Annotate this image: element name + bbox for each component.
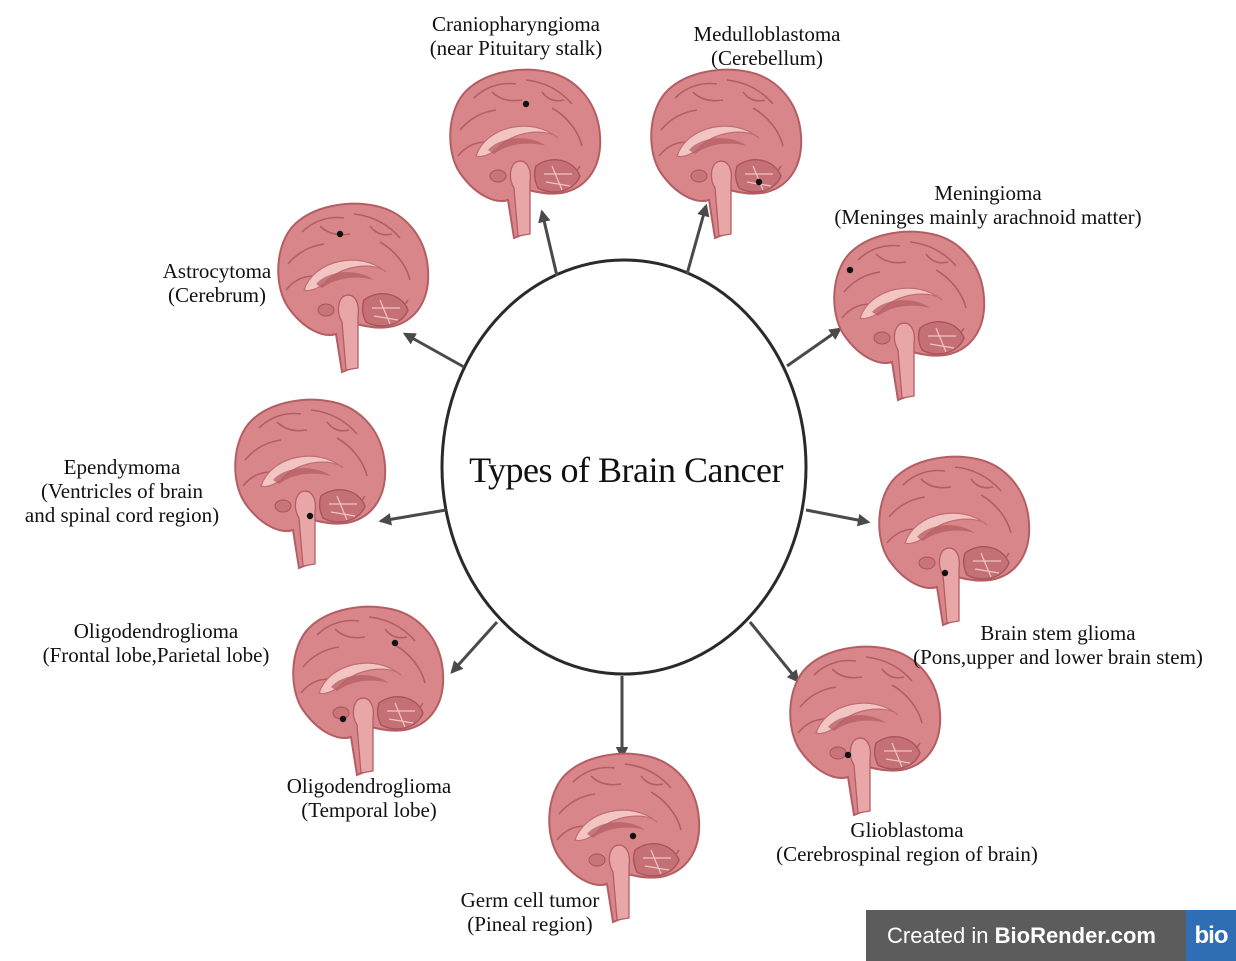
- tumor-location: (Pons,upper and lower brain stem): [913, 645, 1203, 669]
- arrow-craniopharyngioma: [542, 212, 557, 276]
- tumor-location: (Cerebrum): [163, 283, 271, 307]
- brain-icon-oligodendroglioma-temporal: [293, 607, 443, 775]
- arrow-brain-stem-glioma: [806, 510, 868, 522]
- label-meningioma: Meningioma (Meninges mainly arachnoid ma…: [834, 181, 1141, 229]
- tumor-name: Ependymoma: [25, 455, 219, 479]
- tumor-dot: [337, 231, 343, 237]
- label-brain-stem-glioma: Brain stem glioma (Pons,upper and lower …: [913, 621, 1203, 669]
- tumor-name: Oligodendroglioma: [287, 774, 451, 798]
- tumor-location-line2: and spinal cord region): [25, 503, 219, 527]
- tumor-name: Astrocytoma: [163, 259, 271, 283]
- tumor-name: Brain stem glioma: [913, 621, 1203, 645]
- label-astrocytoma: Astrocytoma (Cerebrum): [163, 259, 271, 307]
- label-ependymoma: Ependymoma (Ventricles of brain and spin…: [25, 455, 219, 527]
- tumor-dot: [845, 752, 851, 758]
- tumor-location: (near Pituitary stalk): [430, 36, 603, 60]
- label-craniopharyngioma: Craniopharyngioma (near Pituitary stalk): [430, 12, 603, 60]
- tumor-dot: [523, 101, 529, 107]
- tumor-dot: [942, 570, 948, 576]
- label-oligodendroglioma-temporal: Oligodendroglioma (Temporal lobe): [287, 774, 451, 822]
- brain-icon-astrocytoma: [278, 204, 428, 372]
- tumor-name: Glioblastoma: [776, 818, 1038, 842]
- watermark-brand: BioRender.com: [995, 923, 1156, 948]
- tumor-location: (Temporal lobe): [287, 798, 451, 822]
- label-oligodendroglioma-frontal: Oligodendroglioma (Frontal lobe,Parietal…: [43, 619, 270, 667]
- tumor-name: Meningioma: [834, 181, 1141, 205]
- brain-icon-meningioma: [834, 232, 984, 400]
- tumor-location: (Cerebrospinal region of brain): [776, 842, 1038, 866]
- arrow-oligodendroglioma-temporal: [452, 622, 497, 672]
- biorender-watermark[interactable]: Created in BioRender.com bio: [866, 910, 1236, 961]
- tumor-dot: [756, 179, 762, 185]
- tumor-name: Craniopharyngioma: [430, 12, 603, 36]
- tumor-dot: [307, 513, 313, 519]
- tumor-location: (Cerebellum): [694, 46, 841, 70]
- tumor-dot: [630, 833, 636, 839]
- label-medulloblastoma: Medulloblastoma (Cerebellum): [694, 22, 841, 70]
- arrow-glioblastoma: [750, 622, 798, 681]
- arrow-meningioma: [787, 329, 840, 366]
- arrow-medulloblastoma: [687, 206, 706, 274]
- tumor-location: (Frontal lobe,Parietal lobe): [43, 643, 270, 667]
- biorender-logo-icon: bio: [1186, 910, 1236, 961]
- tumor-dot: [392, 640, 398, 646]
- label-germ-cell-tumor: Germ cell tumor (Pineal region): [461, 888, 600, 936]
- brain-icon-brain-stem-glioma: [879, 457, 1029, 625]
- tumor-name: Medulloblastoma: [694, 22, 841, 46]
- watermark-prefix: Created in: [887, 923, 995, 948]
- diagram-title: Types of Brain Cancer: [469, 449, 783, 491]
- label-glioblastoma: Glioblastoma (Cerebrospinal region of br…: [776, 818, 1038, 866]
- tumor-location: (Meninges mainly arachnoid matter): [834, 205, 1141, 229]
- tumor-location: (Pineal region): [461, 912, 600, 936]
- tumor-dot: [847, 267, 853, 273]
- tumor-name: Germ cell tumor: [461, 888, 600, 912]
- brain-icon-ependymoma: [235, 400, 385, 568]
- brain-icon-glioblastoma: [790, 647, 940, 815]
- arrow-astrocytoma: [405, 334, 464, 367]
- brain-icon-craniopharyngioma: [450, 70, 600, 238]
- watermark-text: Created in BioRender.com: [866, 923, 1156, 949]
- tumor-dot: [340, 716, 346, 722]
- brain-icon-medulloblastoma: [651, 70, 801, 238]
- arrow-ependymoma: [381, 510, 446, 521]
- tumor-location: (Ventricles of brain: [25, 479, 219, 503]
- tumor-name: Oligodendroglioma: [43, 619, 270, 643]
